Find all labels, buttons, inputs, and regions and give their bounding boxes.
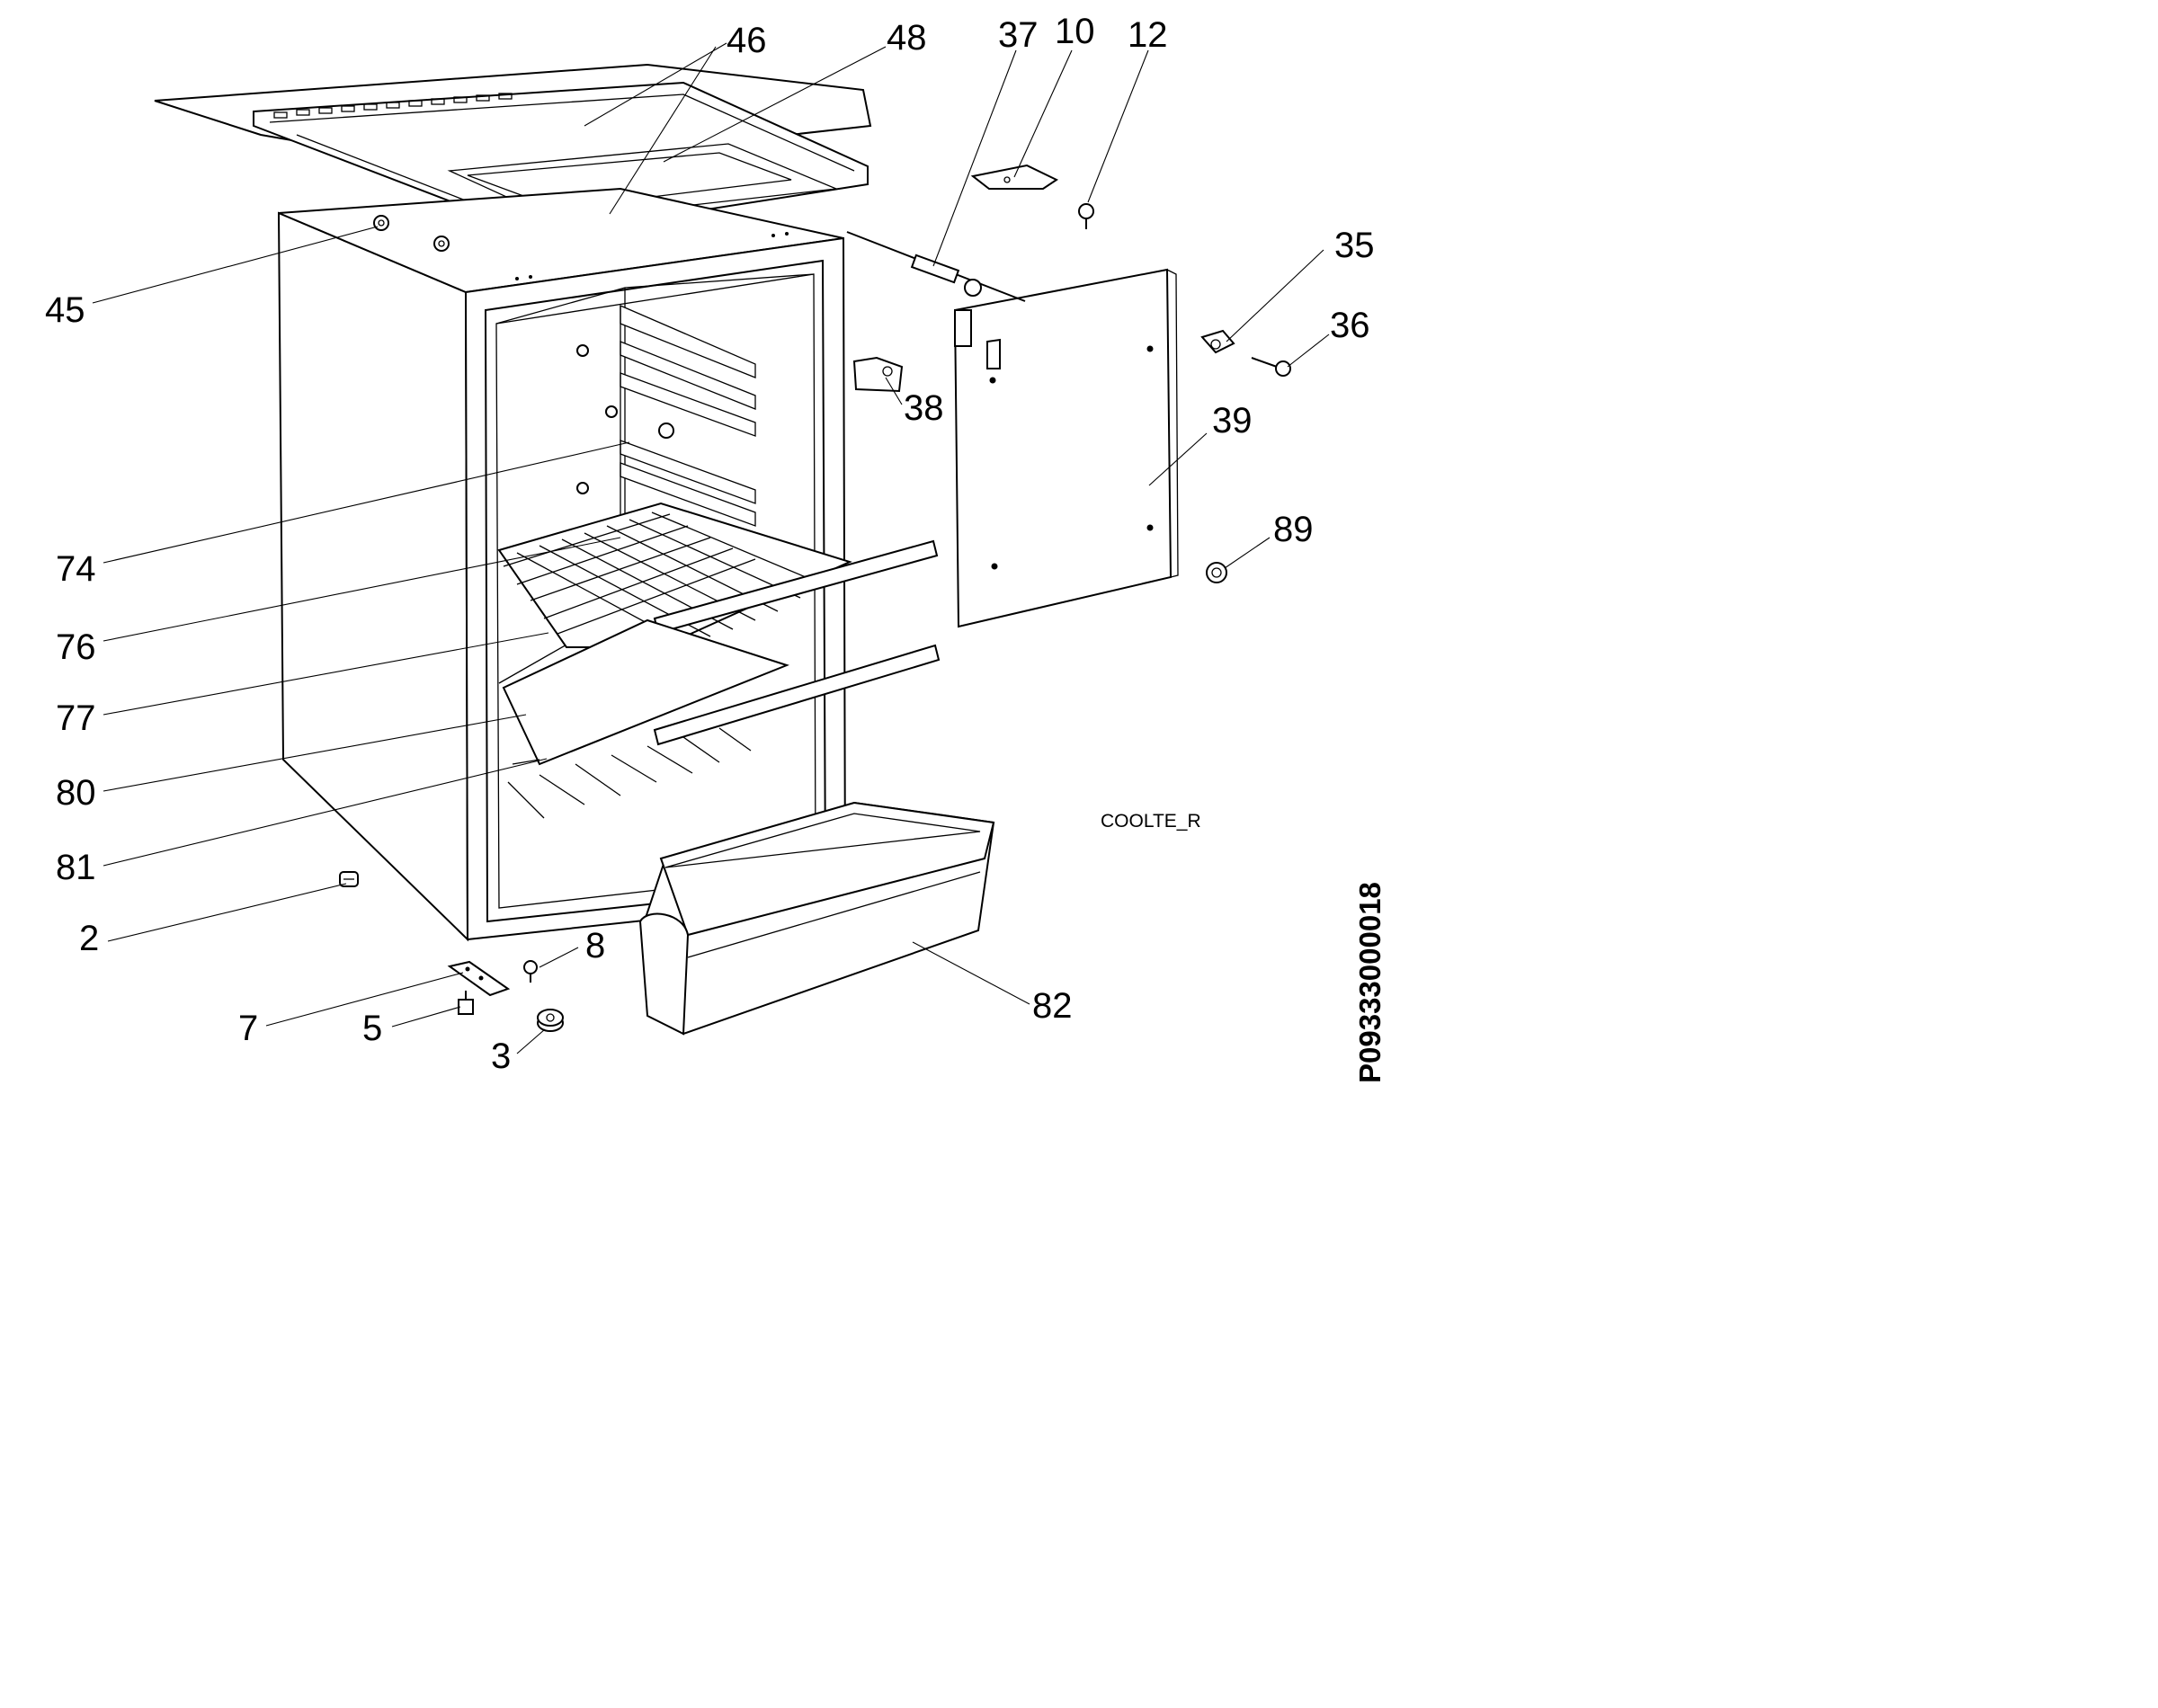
worktop-panel <box>154 63 872 237</box>
crisper-rails <box>507 727 752 819</box>
callout-2: 2 <box>79 919 99 958</box>
leader-lines <box>92 42 1330 1054</box>
callout-8: 8 <box>585 926 605 965</box>
callout-36: 36 <box>1330 306 1370 345</box>
crisper-drawer <box>638 801 995 1036</box>
callout-80: 80 <box>56 773 96 813</box>
callout-82: 82 <box>1032 986 1073 1026</box>
callout-77: 77 <box>56 698 96 738</box>
callout-35: 35 <box>1334 226 1375 265</box>
exploded-parts-diagram: 46 48 37 10 12 35 36 38 39 89 45 74 76 7… <box>45 12 1387 1083</box>
pin-5 <box>458 991 474 1015</box>
callout-7: 7 <box>238 1009 258 1048</box>
drawing-number: P09333000018 <box>1353 882 1387 1083</box>
door-stop-bracket <box>852 356 904 393</box>
callout-3: 3 <box>491 1036 511 1076</box>
hinge-pin <box>1078 203 1094 229</box>
callout-76: 76 <box>56 627 96 667</box>
callout-5: 5 <box>362 1009 382 1048</box>
evaporator-shelves <box>620 305 756 539</box>
callout-10: 10 <box>1055 12 1095 51</box>
foot-3 <box>537 1009 564 1032</box>
door-panel <box>953 268 1179 628</box>
hinge-bracket-7 <box>447 960 511 997</box>
pin-8 <box>523 960 538 983</box>
door-screw <box>1251 357 1291 377</box>
callout-45: 45 <box>45 290 85 330</box>
glass-shelf <box>502 618 941 766</box>
callout-46: 46 <box>727 21 767 60</box>
callout-89: 89 <box>1273 510 1314 549</box>
callout-48: 48 <box>887 18 927 58</box>
foot-2 <box>339 871 359 887</box>
callout-labels: 46 48 37 10 12 35 36 38 39 89 45 74 76 7… <box>45 12 1387 1083</box>
hinge-bushing <box>1200 329 1235 354</box>
callout-81: 81 <box>56 848 96 887</box>
wire-shelf <box>497 502 939 648</box>
callout-37: 37 <box>998 15 1039 55</box>
callout-38: 38 <box>904 388 944 428</box>
plug-cap <box>1206 562 1227 583</box>
callout-12: 12 <box>1128 15 1168 55</box>
thermostat-capillary <box>846 231 1026 302</box>
callout-39: 39 <box>1212 401 1253 440</box>
model-code: COOLTE_R <box>1101 811 1201 832</box>
callout-74: 74 <box>56 549 96 589</box>
